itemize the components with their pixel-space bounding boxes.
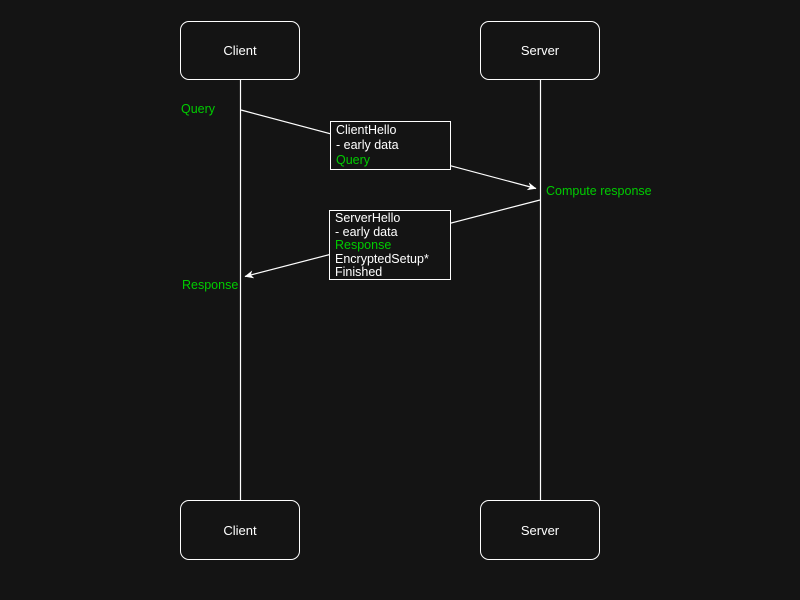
actor-server-bottom: Server [480, 500, 600, 560]
message-line: ClientHello [336, 123, 397, 137]
message-line: EncryptedSetup* [335, 251, 429, 266]
message-line: ServerHello [335, 211, 401, 225]
query-label: Query [181, 102, 216, 116]
actor-server-top-label: Server [520, 43, 560, 58]
clienthello-message-box: ClientHello - early data Query [330, 121, 451, 170]
actor-client-top-label: Client [223, 43, 257, 58]
compute-response-label: Compute response [546, 184, 652, 198]
response-label: Response [182, 278, 239, 292]
message-line: - early data [336, 138, 399, 152]
actor-client-bottom: Client [180, 500, 300, 560]
message-line: Finished [335, 265, 383, 280]
message-line: Query [336, 153, 371, 167]
serverhello-message-box: ServerHello - early data Response Encryp… [329, 210, 451, 280]
actor-client-top: Client [180, 21, 300, 80]
actor-server-top: Server [480, 21, 600, 80]
message-line: - early data [335, 224, 398, 239]
actor-client-bottom-label: Client [223, 522, 257, 538]
actor-server-bottom-label: Server [520, 522, 560, 538]
message-line: Response [335, 238, 392, 253]
